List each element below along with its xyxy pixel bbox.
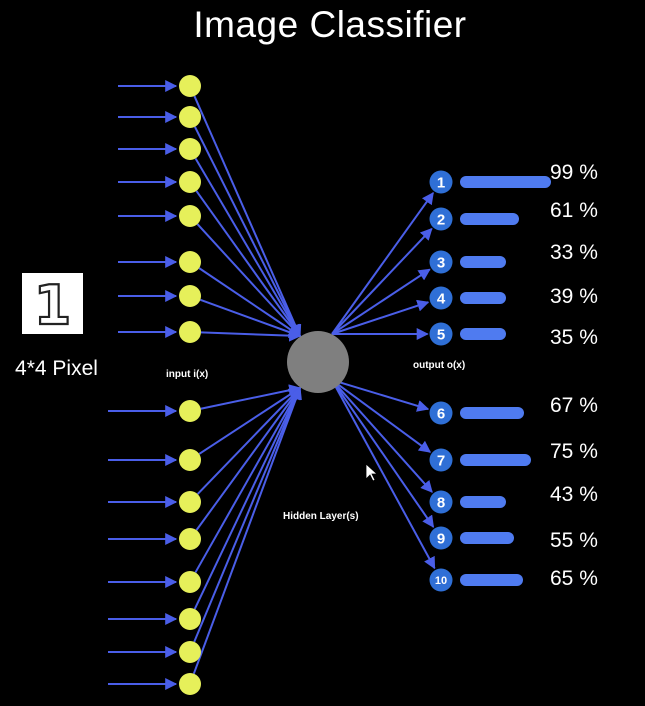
input-node (179, 641, 201, 663)
input-to-hidden-connection (194, 386, 301, 573)
class-percent-label: 67 % (550, 394, 598, 417)
hidden-to-output-connection (331, 379, 432, 453)
input-to-hidden-connection (198, 387, 302, 455)
input-node (179, 171, 201, 193)
hidden-to-output-connection (331, 268, 431, 335)
input-to-hidden-connection (200, 384, 302, 410)
nodes-group: 1 2 3 4 5 6 7 8 9 10 (179, 75, 551, 695)
class-percent-label: 33 % (550, 241, 598, 264)
input-node (179, 205, 201, 227)
input-node (179, 608, 201, 630)
input-node (179, 400, 201, 422)
input-node (179, 106, 201, 128)
input-to-hidden-connection (196, 223, 301, 337)
input-node (179, 138, 201, 160)
class-percent-label: 43 % (550, 483, 598, 506)
input-to-hidden-connection (195, 190, 301, 337)
output-node-number: 8 (437, 495, 445, 512)
hidden-to-output-connection (331, 379, 435, 528)
digit-glyph: 1 (34, 274, 72, 334)
input-node (179, 251, 201, 273)
class-percent-label: 35 % (550, 326, 598, 349)
output-node (429, 286, 453, 310)
page-title: Image Classifier (193, 4, 467, 45)
output-node-number: 4 (437, 291, 446, 308)
input-to-hidden-connection (193, 386, 301, 610)
input-to-hidden-connection (192, 386, 302, 675)
hidden-to-output-connection (331, 379, 430, 412)
class-percent-label: 39 % (550, 285, 598, 308)
input-to-hidden-connection (194, 126, 301, 338)
input-image-thumbnail: 1 (22, 273, 83, 334)
input-to-hidden-connection (194, 157, 301, 338)
mouse-cursor-icon (365, 463, 379, 482)
hidden-to-output-connection (331, 379, 436, 570)
class-percent-label: 99 % (550, 161, 598, 184)
input-size-label: 4*4 Pixel (15, 357, 98, 380)
input-to-hidden-connection (195, 387, 301, 531)
input-to-hidden-connection (198, 267, 301, 337)
output-node-number: 5 (437, 327, 445, 344)
connections-group (108, 80, 436, 690)
class-percent-label: 65 % (550, 567, 598, 590)
output-node (429, 322, 453, 346)
input-node (179, 528, 201, 550)
hidden-to-output-connection (331, 227, 433, 335)
output-node (429, 568, 453, 592)
input-node (179, 491, 201, 513)
output-node-number: 6 (437, 406, 445, 423)
output-node-number: 2 (437, 212, 445, 229)
input-to-hidden-connection (193, 386, 302, 643)
input-to-hidden-connection (199, 298, 302, 338)
output-node (429, 526, 453, 550)
output-node-number: 10 (435, 575, 447, 587)
hidden-node (287, 331, 349, 393)
hidden-to-output-connection (331, 191, 434, 335)
class-percent-label: 61 % (550, 199, 598, 222)
output-node (429, 170, 453, 194)
class-percent-label: 75 % (550, 440, 598, 463)
output-node (429, 207, 453, 231)
output-node-number: 9 (437, 531, 445, 548)
input-layer-label: input i(x) (166, 369, 209, 380)
output-node-number: 1 (437, 175, 445, 192)
output-node-number: 7 (437, 453, 445, 470)
output-layer-label: output o(x) (413, 360, 466, 371)
input-node (179, 321, 201, 343)
output-node (429, 490, 453, 514)
input-to-hidden-connection (196, 387, 301, 495)
hidden-to-output-connection (331, 299, 430, 335)
input-to-hidden-connection (193, 95, 302, 338)
input-node (179, 75, 201, 97)
output-node (429, 250, 453, 274)
input-to-hidden-connection (200, 329, 302, 342)
input-node (179, 449, 201, 471)
input-node (179, 285, 201, 307)
output-node-number: 3 (437, 255, 445, 272)
input-node (179, 571, 201, 593)
hidden-to-output-connection (331, 379, 433, 493)
output-node (429, 448, 453, 472)
output-node (429, 401, 453, 425)
digit-one-image: 1 (33, 273, 73, 334)
class-percent-label: 55 % (550, 529, 598, 552)
input-node (179, 673, 201, 695)
hidden-layer-label: Hidden Layer(s) (283, 511, 359, 522)
